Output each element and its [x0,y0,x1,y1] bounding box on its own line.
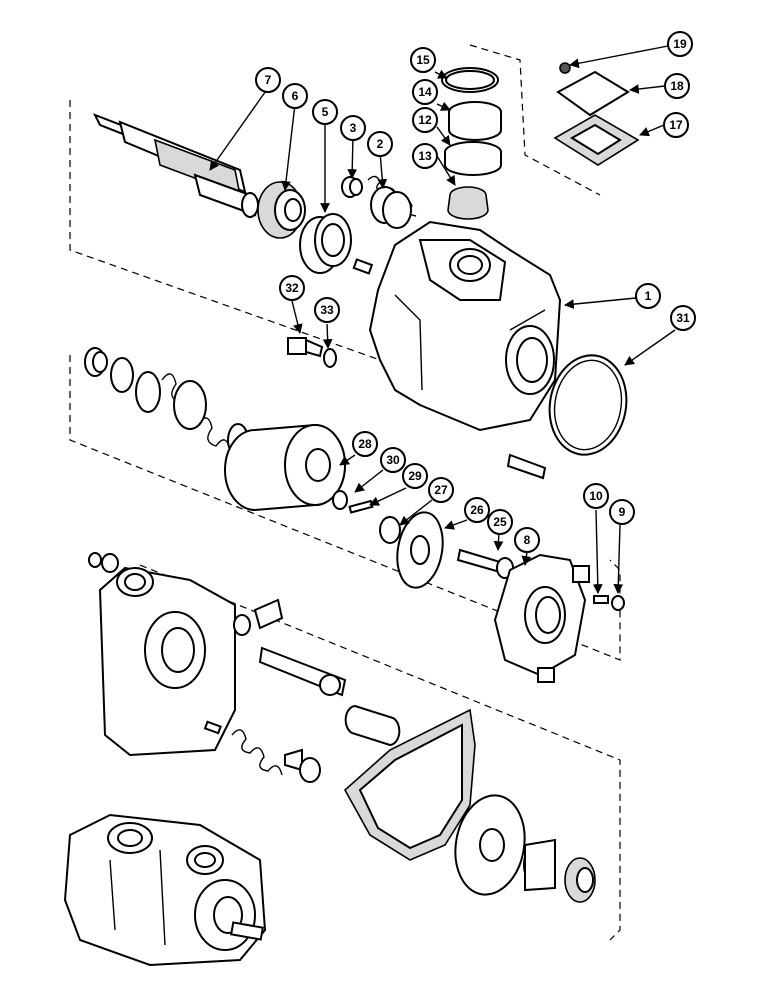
shaft-bearing [257,181,306,239]
callout-26: 26 [464,497,490,523]
callout-9: 9 [609,499,635,525]
pin-10 [593,595,609,604]
callout-13: 13 [412,143,438,169]
callout-18: 18 [664,73,690,99]
callout-label-17: 17 [669,118,683,132]
callout-label-30: 30 [386,453,400,467]
pump-housing [368,220,562,432]
callout-label-8: 8 [524,533,531,547]
callout-14: 14 [412,79,438,105]
swash-plate [493,553,590,683]
callout-label-10: 10 [589,489,603,503]
dowel-pin-upper [352,258,374,275]
callout-33: 33 [314,297,340,323]
callout-label-18: 18 [670,79,684,93]
callout-27: 27 [428,477,454,503]
callout-1: 1 [635,283,661,309]
callout-32: 32 [279,275,305,301]
callout-label-1: 1 [645,289,652,303]
callout-label-25: 25 [493,515,507,529]
callout-10: 10 [583,483,609,509]
upper-bearing-stack [441,67,502,220]
callout-7: 7 [255,67,281,93]
callout-2: 2 [367,131,393,157]
callout-label-29: 29 [408,469,422,483]
callout-label-31: 31 [676,311,690,325]
callout-3: 3 [340,115,366,141]
drive-shaft [92,113,259,218]
callout-label-13: 13 [418,149,432,163]
callout-label-12: 12 [418,113,432,127]
callout-label-14: 14 [418,85,432,99]
callout-label-5: 5 [322,105,329,119]
callout-15: 15 [410,47,436,73]
plug-9 [611,595,625,611]
bolt-and-washer [287,337,337,368]
callout-label-7: 7 [265,73,272,87]
housing-bolt [506,453,547,480]
callout-label-6: 6 [292,89,299,103]
callout-label-2: 2 [377,137,384,151]
callout-label-3: 3 [350,121,357,135]
callout-label-33: 33 [320,303,334,317]
gasket [343,708,476,861]
callout-5: 5 [312,99,338,125]
callout-17: 17 [663,112,689,138]
callout-label-15: 15 [416,53,430,67]
valve-plate-and-bearing [454,794,596,903]
callout-28: 28 [352,431,378,457]
relief-valve-parts [203,598,401,783]
callout-label-9: 9 [619,505,626,519]
spring-assembly-upper [341,175,417,229]
rotating-group [84,347,514,589]
callout-label-19: 19 [673,37,687,51]
callout-8: 8 [514,527,540,553]
callout-19: 19 [667,31,693,57]
housing-o-ring-inner [553,359,623,451]
callout-label-26: 26 [470,503,484,517]
callout-6: 6 [282,83,308,109]
cover-plate-assembly [553,62,640,166]
callout-12: 12 [412,107,438,133]
callout-label-27: 27 [434,483,448,497]
bearing-race [299,213,352,274]
callout-31: 31 [670,305,696,331]
end-cover [88,552,236,757]
housing-o-ring [548,354,628,456]
assembly-guide-lines [69,44,621,941]
callout-30: 30 [380,447,406,473]
callout-label-32: 32 [285,281,299,295]
assembled-pump-view [63,813,267,967]
callout-label-28: 28 [358,437,372,451]
leader-lines [209,45,676,594]
callout-29: 29 [402,463,428,489]
callout-25: 25 [487,509,513,535]
